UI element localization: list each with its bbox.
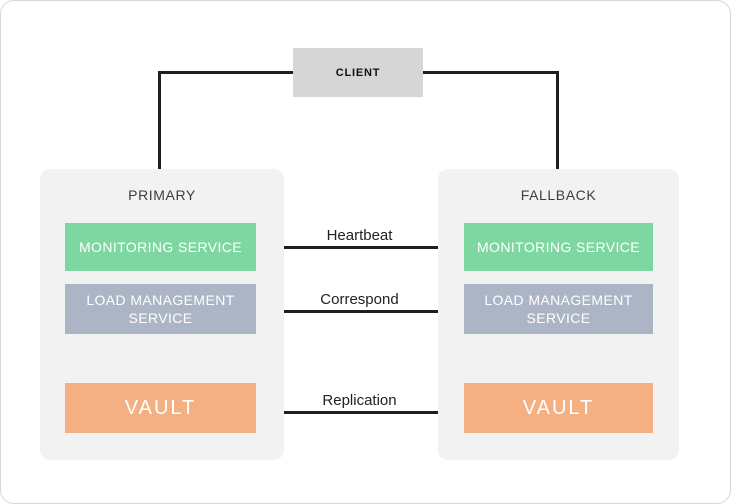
fallback-load-management-service-label: LOAD MANAGEMENT SERVICE: [484, 291, 633, 326]
primary-vault-box: VAULT: [65, 383, 256, 433]
primary-monitoring-service-label: MONITORING SERVICE: [78, 238, 243, 255]
client-primary-connector-vertical: [158, 71, 161, 169]
client-node: CLIENT: [293, 48, 423, 97]
fallback-monitoring-service-label: MONITORING SERVICE: [476, 238, 641, 255]
replication-link-label: Replication: [322, 392, 397, 409]
fallback-load-management-service-box: LOAD MANAGEMENT SERVICE: [464, 284, 653, 334]
primary-container: PRIMARY MONITORING SERVICE LOAD MANAGEME…: [40, 169, 284, 460]
heartbeat-link-line: [255, 246, 464, 249]
primary-monitoring-service-box: MONITORING SERVICE: [65, 223, 256, 271]
correspond-link-label: Correspond: [320, 291, 399, 308]
replication-link-line: [255, 411, 464, 414]
fallback-monitoring-service-box: MONITORING SERVICE: [464, 223, 653, 271]
heartbeat-link-label: Heartbeat: [326, 227, 393, 244]
client-primary-connector-horizontal: [158, 71, 293, 74]
primary-load-management-service-box: LOAD MANAGEMENT SERVICE: [65, 284, 256, 334]
client-fallback-connector-vertical: [556, 71, 559, 169]
primary-title: PRIMARY: [128, 187, 196, 203]
fallback-title: FALLBACK: [520, 187, 597, 203]
primary-load-management-service-label: LOAD MANAGEMENT SERVICE: [86, 291, 235, 326]
client-fallback-connector-horizontal: [423, 71, 559, 74]
fallback-vault-label: VAULT: [522, 397, 595, 419]
fallback-container: FALLBACK MONITORING SERVICE LOAD MANAGEM…: [438, 169, 679, 460]
primary-vault-label: VAULT: [124, 397, 197, 419]
client-node-label: CLIENT: [335, 66, 381, 79]
fallback-vault-box: VAULT: [464, 383, 653, 433]
correspond-link-line: [255, 310, 464, 313]
